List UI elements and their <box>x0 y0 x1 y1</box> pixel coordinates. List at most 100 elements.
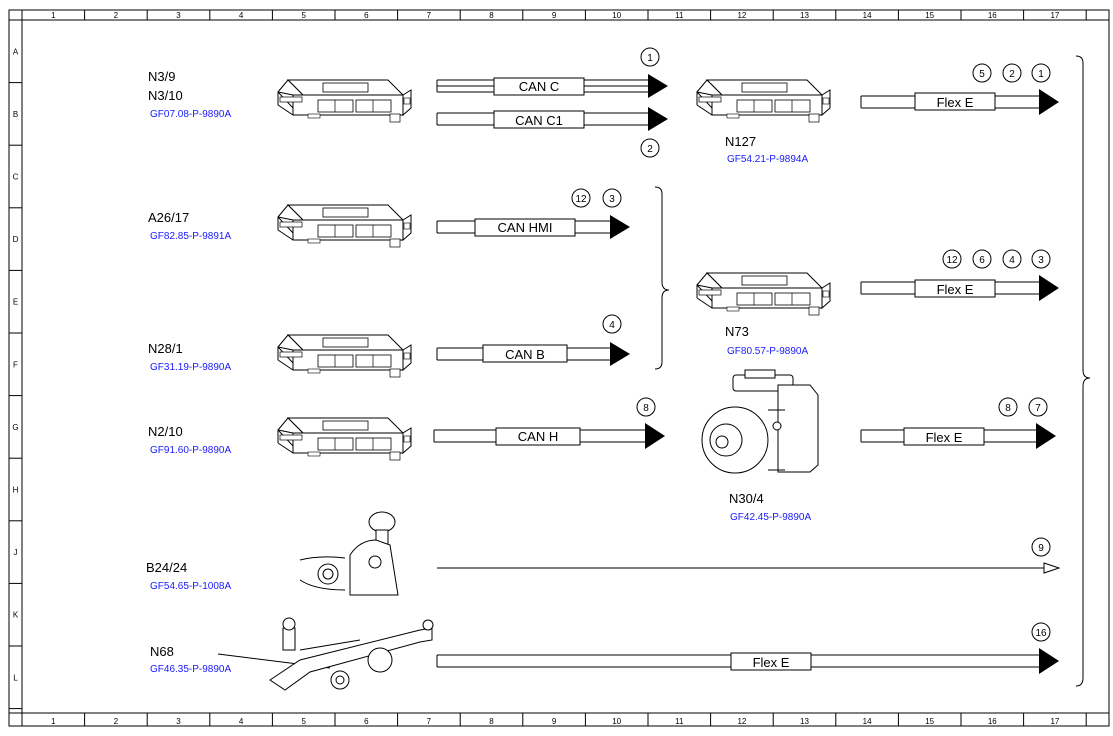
grid-column-label: 14 <box>863 717 872 726</box>
connector-marker: 1 <box>647 53 653 64</box>
grid-row-label: K <box>13 611 19 620</box>
group-bracket <box>654 186 670 370</box>
component-reference: GF80.57-P-9890A <box>727 346 808 357</box>
group-bracket-right <box>1075 55 1091 687</box>
component-reference: GF91.60-P-9890A <box>150 445 231 456</box>
grid-row-label: A <box>13 47 19 56</box>
bus-n304-flex: Flex E 8 7 <box>860 397 1056 449</box>
grid-row-label: L <box>13 673 18 682</box>
component-reference: GF31.19-P-9890A <box>150 362 231 373</box>
bus-label: CAN H <box>518 429 558 444</box>
bus-canb: CAN B 4 <box>436 314 630 366</box>
grid-row-label: E <box>13 298 18 307</box>
esp-unit-icon <box>701 369 819 474</box>
connector-marker: 8 <box>643 403 649 414</box>
component-label: N127 <box>725 134 756 149</box>
component-label: N68 <box>150 644 174 659</box>
control-unit-icon <box>277 334 412 378</box>
grid-column-label: 12 <box>737 11 746 20</box>
component-n73: N73 GF80.57-P-9890A <box>696 272 831 357</box>
grid-column-label: 3 <box>176 11 181 20</box>
component-a2617: A26/17 GF82.85-P-9891A <box>148 204 412 248</box>
control-unit-icon <box>277 204 412 248</box>
connector-marker: 6 <box>979 255 985 266</box>
grid-row-label: G <box>12 423 18 432</box>
bus-n68-flex: Flex E 16 <box>436 622 1059 674</box>
selector-lever-icon <box>299 511 399 596</box>
bus-label: Flex E <box>926 430 963 445</box>
component-n281: N28/1 GF31.19-P-9890A <box>148 334 412 378</box>
component-label: N3/10 <box>148 88 183 103</box>
component-label: N2/10 <box>148 424 183 439</box>
component-reference: GF82.85-P-9891A <box>150 231 231 242</box>
bus-canc: CAN C 1 <box>436 47 668 98</box>
connector-marker: 12 <box>946 255 958 266</box>
grid-column-label: 1 <box>51 11 56 20</box>
grid-column-label: 10 <box>612 717 621 726</box>
bus-n127-flex: Flex E 5 2 1 <box>860 63 1059 115</box>
bus-canc1: CAN C1 2 <box>436 107 668 158</box>
grid-column-label: 13 <box>800 11 809 20</box>
connector-marker: 7 <box>1035 403 1041 414</box>
bus-canhmi: CAN HMI 12 3 <box>436 188 630 239</box>
grid-row-label: J <box>14 548 18 557</box>
grid-column-label: 17 <box>1050 11 1059 20</box>
grid-column-label: 13 <box>800 717 809 726</box>
grid-column-label: 11 <box>675 11 684 20</box>
grid-column-label: 15 <box>925 11 934 20</box>
component-b2424: B24/24 GF54.65-P-1008A <box>146 511 399 596</box>
bus-b24-signal: 9 <box>437 537 1061 574</box>
connector-marker: 1 <box>1038 69 1044 80</box>
grid-column-label: 14 <box>863 11 872 20</box>
grid-column-label: 11 <box>675 717 684 726</box>
bus-label: CAN HMI <box>498 220 553 235</box>
component-n127: N127 GF54.21-P-9894A <box>696 79 831 165</box>
component-reference: GF46.35-P-9890A <box>150 664 231 675</box>
connector-marker: 16 <box>1035 628 1047 639</box>
bus-label: CAN C <box>519 79 559 94</box>
component-n68: N68 GF46.35-P-9890A <box>150 617 434 691</box>
connector-marker: 3 <box>1038 255 1044 266</box>
diagram-border <box>8 9 1110 727</box>
grid-column-label: 2 <box>114 717 119 726</box>
grid-column-label: 6 <box>364 11 369 20</box>
grid-column-label: 16 <box>988 11 997 20</box>
component-label: N30/4 <box>729 491 764 506</box>
steering-rack-icon <box>269 617 434 691</box>
grid-column-label: 9 <box>552 11 557 20</box>
grid-column-label: 4 <box>239 717 244 726</box>
component-reference: GF54.21-P-9894A <box>727 154 808 165</box>
connector-marker: 2 <box>1009 69 1015 80</box>
control-unit-icon <box>277 79 412 123</box>
connector-marker: 9 <box>1038 543 1044 554</box>
bus-label: Flex E <box>937 282 974 297</box>
grid-row-label: B <box>13 110 18 119</box>
grid-column-label: 5 <box>301 717 306 726</box>
component-label: N73 <box>725 324 749 339</box>
bus-canh: CAN H 8 <box>433 397 665 449</box>
component-n210: N2/10 GF91.60-P-9890A <box>148 417 412 461</box>
component-label: A26/17 <box>148 210 189 225</box>
grid-column-label: 17 <box>1050 717 1059 726</box>
control-unit-icon <box>277 417 412 461</box>
connector-marker: 4 <box>1009 255 1015 266</box>
grid-column-label: 4 <box>239 11 244 20</box>
bus-label: Flex E <box>753 655 790 670</box>
component-label: N3/9 <box>148 69 175 84</box>
grid-column-label: 7 <box>427 717 432 726</box>
connector-marker: 2 <box>647 144 653 155</box>
connector-marker: 12 <box>575 194 587 205</box>
grid-column-label: 7 <box>427 11 432 20</box>
component-n304: N30/4 GF42.45-P-9890A <box>701 369 819 523</box>
control-unit-icon <box>696 79 831 123</box>
bus-label: CAN B <box>505 347 545 362</box>
connector-marker: 3 <box>609 194 615 205</box>
bus-n73-flex: Flex E 12 6 4 3 <box>860 249 1059 301</box>
connector-marker: 4 <box>609 320 615 331</box>
connector-marker: 5 <box>979 69 985 80</box>
grid-column-label: 15 <box>925 717 934 726</box>
